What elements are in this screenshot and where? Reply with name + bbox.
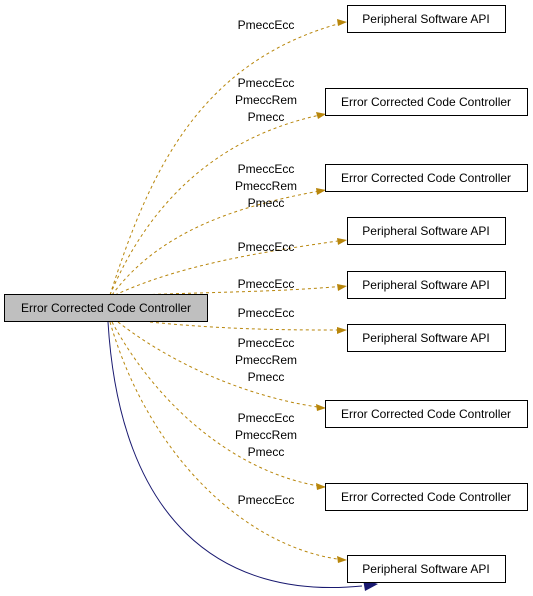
node[interactable]: Peripheral Software API — [347, 217, 506, 245]
node-label: Peripheral Software API — [362, 12, 489, 26]
node[interactable]: Error Corrected Code Controller — [325, 88, 528, 116]
node[interactable]: Peripheral Software API — [347, 5, 506, 33]
node-box — [325, 88, 528, 116]
node[interactable]: Error Corrected Code Controller — [325, 164, 528, 192]
edge-label: Pmecc — [248, 110, 285, 124]
edge-labels: PmeccEcc PmeccEcc PmeccRem Pmecc PmeccEc… — [235, 18, 297, 507]
edge-1 — [109, 21, 346, 296]
node[interactable]: Error Corrected Code Controller — [325, 400, 528, 428]
node-box — [347, 324, 506, 352]
node-box — [347, 555, 506, 583]
edge-2 — [109, 113, 326, 296]
focus-node-label: Error Corrected Code Controller — [21, 301, 191, 315]
node[interactable]: Error Corrected Code Controller — [325, 483, 528, 511]
focus-node-box — [4, 294, 208, 322]
node-label: Error Corrected Code Controller — [341, 171, 511, 185]
edge-label: PmeccRem — [235, 93, 297, 107]
edge-label: PmeccEcc — [238, 18, 295, 32]
node-box — [347, 217, 506, 245]
node-label: Peripheral Software API — [362, 331, 489, 345]
edge-8 — [111, 321, 326, 488]
arrowhead-dashed-2 — [316, 112, 326, 119]
edge-label: PmeccEcc — [238, 162, 295, 176]
edge-label: PmeccRem — [235, 428, 297, 442]
node[interactable]: Peripheral Software API — [347, 271, 506, 299]
node-box — [325, 164, 528, 192]
edge-label: PmeccEcc — [238, 306, 295, 320]
edge-9 — [109, 321, 346, 561]
node-box — [325, 400, 528, 428]
edge-label: Pmecc — [248, 445, 285, 459]
arrowhead-dashed-5 — [337, 284, 347, 291]
edge-6 — [149, 321, 346, 331]
edge-4 — [114, 239, 346, 296]
arrowhead-dashed-3 — [316, 188, 326, 195]
edge-10-solid — [107, 321, 363, 588]
edge-label: PmeccRem — [235, 179, 297, 193]
edge-label: PmeccEcc — [238, 411, 295, 425]
arrowhead-dashed-9 — [337, 556, 347, 563]
edge-label: PmeccEcc — [238, 336, 295, 350]
edge-label: PmeccRem — [235, 353, 297, 367]
node-label: Error Corrected Code Controller — [341, 407, 511, 421]
edge-3 — [111, 189, 326, 296]
edge-label: PmeccEcc — [238, 240, 295, 254]
arrowhead-dashed-1 — [337, 19, 347, 26]
node-label: Peripheral Software API — [362, 278, 489, 292]
edge-label: Pmecc — [248, 196, 285, 210]
arrowhead-dashed-4 — [337, 238, 347, 245]
edges — [107, 21, 363, 588]
edge-label: Pmecc — [248, 370, 285, 384]
edge-label: PmeccEcc — [238, 277, 295, 291]
arrowhead-dashed-6 — [337, 327, 347, 334]
node-label: Error Corrected Code Controller — [341, 490, 511, 504]
node-label: Error Corrected Code Controller — [341, 95, 511, 109]
node-label: Peripheral Software API — [362, 562, 489, 576]
arrowhead-dashed-8 — [316, 483, 326, 490]
node-box — [347, 5, 506, 33]
node[interactable]: Peripheral Software API — [347, 324, 506, 352]
node-label: Peripheral Software API — [362, 224, 489, 238]
edge-label: PmeccEcc — [238, 493, 295, 507]
node-box — [325, 483, 528, 511]
focus-node[interactable]: Error Corrected Code Controller — [4, 294, 208, 322]
arrowhead-dashed-7 — [316, 404, 326, 411]
node[interactable]: Peripheral Software API — [347, 555, 506, 583]
node-box — [347, 271, 506, 299]
edge-label: PmeccEcc — [238, 76, 295, 90]
